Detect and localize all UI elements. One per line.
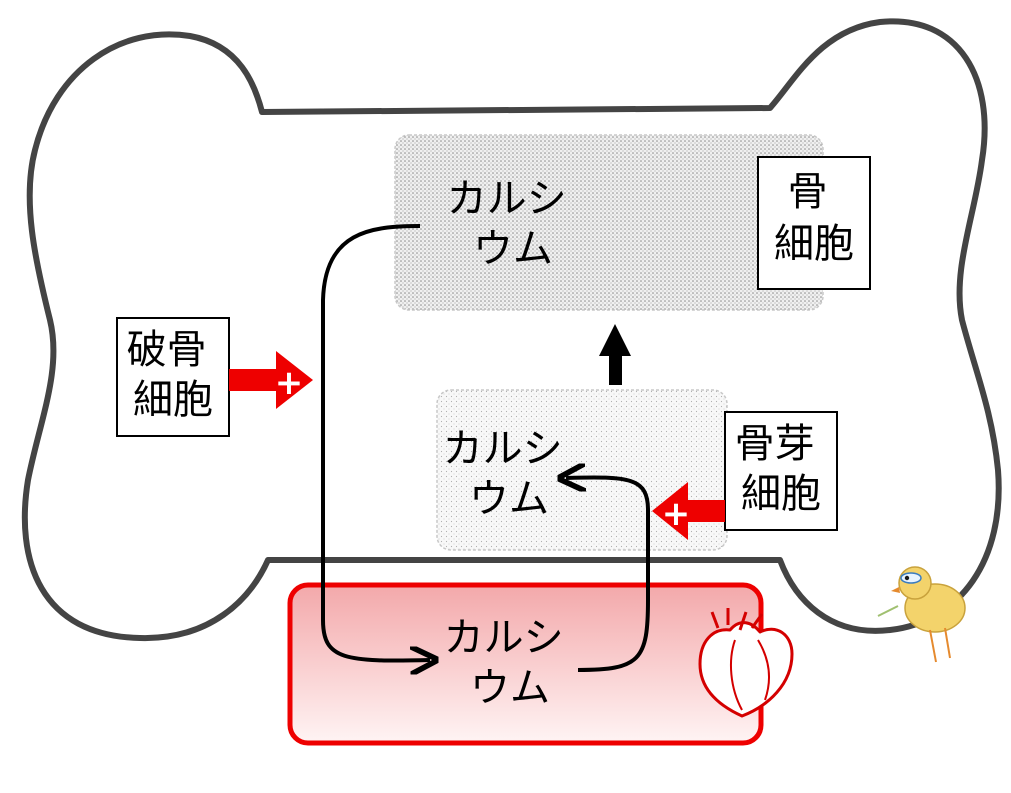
formation-flow-arrow: [566, 477, 650, 672]
osteoclast-line-1: 破骨: [127, 327, 207, 373]
chick-icon: [877, 566, 966, 663]
osteoclast-label: 破骨 細胞: [127, 327, 220, 423]
up-arrow: [599, 324, 631, 385]
osteoclast-plus-sign: +: [275, 363, 304, 403]
osteoblast-line-1: 骨芽: [735, 421, 815, 467]
osteoclast-plus-arrow: +: [229, 351, 313, 409]
osteoblast-line-2: 細胞: [741, 471, 821, 517]
bone-calcium-line-2: ウム: [473, 226, 553, 272]
osteoblast-plus-sign: +: [662, 494, 691, 534]
osteoclast-line-2: 細胞: [133, 377, 213, 423]
blood-calcium-line-1: カルシ: [444, 615, 564, 661]
osteocyte-label: 骨 細胞: [774, 169, 854, 267]
blood-calcium-box: [287, 582, 764, 746]
osteocyte-box: [757, 156, 871, 290]
resorption-flow-arrow: [321, 224, 430, 661]
new-calcium-line-2: ウム: [469, 476, 549, 522]
bone-calcium-label: カルシ ウム: [447, 176, 580, 272]
heart-icon: [698, 608, 794, 718]
bone-calcium-line-1: カルシ: [447, 176, 567, 222]
osteocyte-line-1: 骨: [788, 169, 828, 215]
osteoblast-box: [724, 411, 838, 531]
new-calcium-label: カルシ ウム: [443, 426, 576, 522]
blood-calcium-label: カルシ ウム: [444, 615, 577, 711]
osteoblast-label: 骨芽 細胞: [735, 421, 828, 517]
osteoblast-plus-arrow: +: [652, 482, 725, 540]
new-calcium-line-1: カルシ: [443, 426, 563, 472]
blood-calcium-line-2: ウム: [470, 665, 550, 711]
osteocyte-line-2: 細胞: [774, 221, 854, 267]
osteoclast-box: [116, 317, 230, 437]
